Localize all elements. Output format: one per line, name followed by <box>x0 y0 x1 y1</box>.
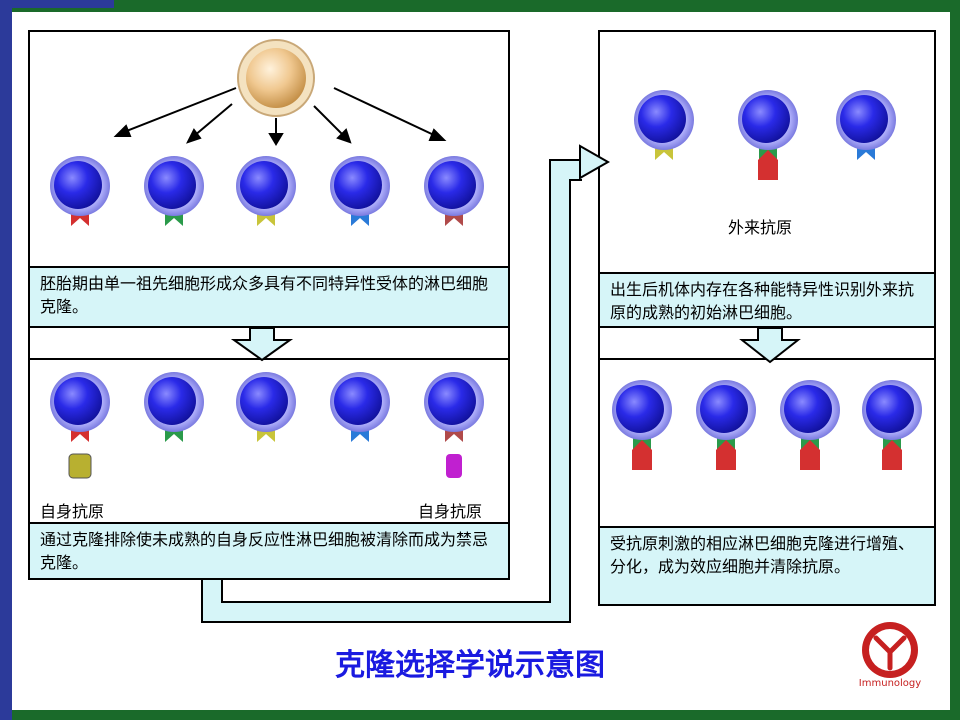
lymphocyte-icon <box>836 90 896 160</box>
caption-top-right: 出生后机体内存在各种能特异性识别外来抗原的成熟的初始淋巴细胞。 <box>598 272 936 328</box>
lymphocyte-icon <box>424 156 484 226</box>
lymphocyte-icon <box>50 156 110 226</box>
caption-top-left: 胚胎期由单一祖先细胞形成众多具有不同特异性受体的淋巴细胞克隆。 <box>28 266 510 328</box>
down-arrow-right <box>739 327 801 364</box>
lymphocyte-icon <box>424 372 484 478</box>
differentiation-arrows-icon <box>113 87 447 146</box>
lymphocyte-icon <box>738 90 798 180</box>
lymphocyte-icon <box>236 156 296 226</box>
lymphocyte-icon <box>144 156 204 226</box>
down-arrow-left <box>230 327 294 362</box>
label-self-antigen-right: 自身抗原 <box>418 502 483 521</box>
lymphocyte-icon <box>696 380 756 470</box>
lymphocyte-icon <box>862 380 922 470</box>
logo-text: Immunology <box>858 678 922 689</box>
label-self-antigen-left: 自身抗原 <box>40 502 105 521</box>
label-foreign-antigen: 外来抗原 <box>728 218 793 237</box>
lymphocyte-icon <box>144 372 204 442</box>
caption-bottom-right: 受抗原刺激的相应淋巴细胞克隆进行增殖、分化，成为效应细胞并清除抗原。 <box>598 526 936 606</box>
lymphocyte-icon <box>634 90 694 160</box>
lymphocyte-icon <box>330 156 390 226</box>
lymphocyte-icon <box>780 380 840 470</box>
left-accent-strip <box>0 0 12 720</box>
stem-cell-icon <box>237 39 315 117</box>
connector-path <box>201 144 611 623</box>
lymphocyte-icon <box>50 372 110 479</box>
diagram-title: 克隆选择学说示意图 <box>335 648 605 683</box>
top-accent-strip <box>0 0 114 8</box>
lymphocyte-icon <box>236 372 296 442</box>
lymphocyte-icon <box>330 372 390 442</box>
lymphocyte-icon <box>612 380 672 470</box>
caption-bottom-left: 通过克隆排除使未成熟的自身反应性淋巴细胞被清除而成为禁忌克隆。 <box>28 522 510 580</box>
